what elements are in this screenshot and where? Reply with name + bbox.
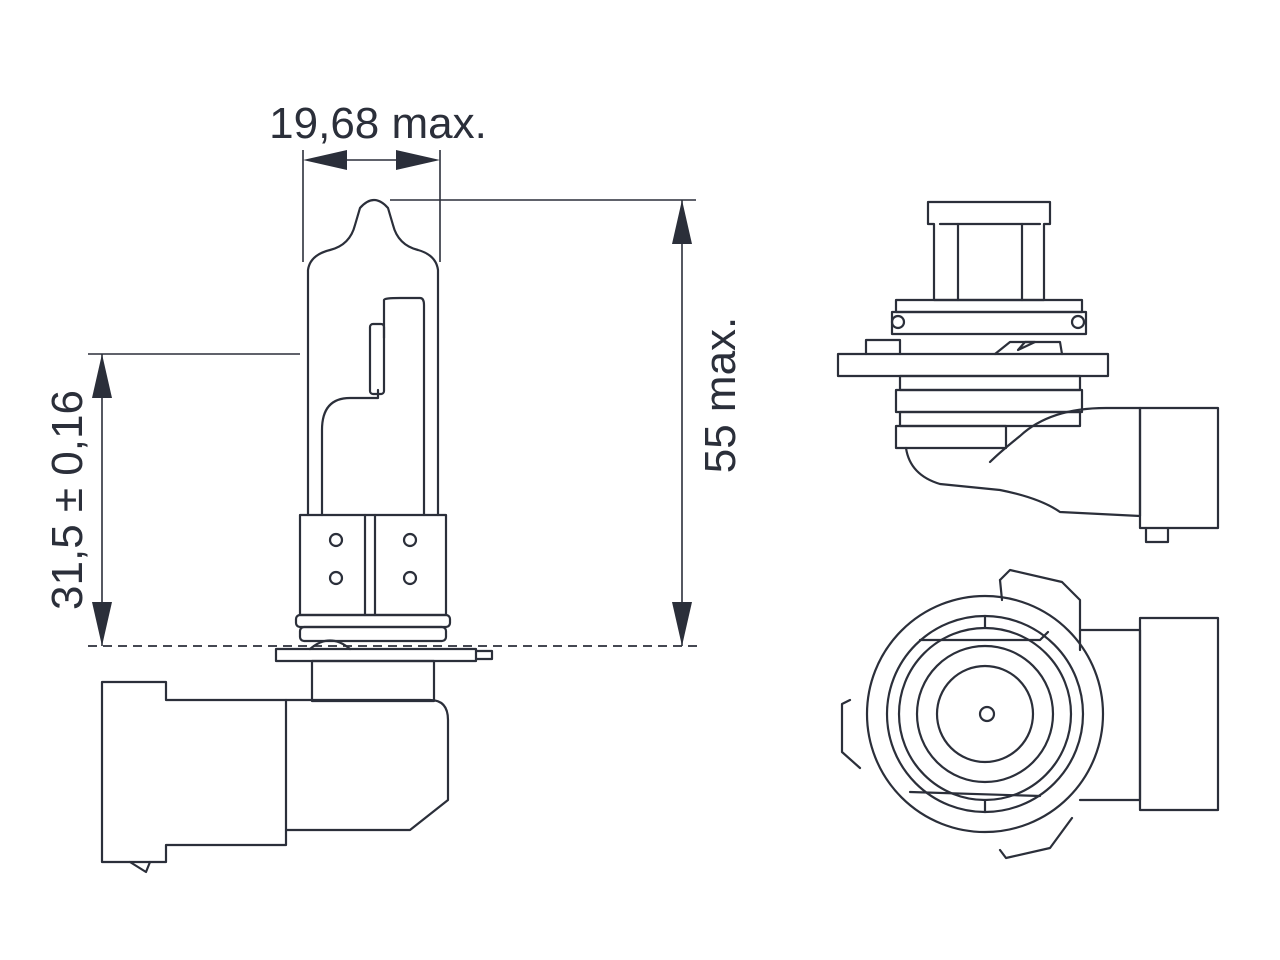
- outer-ring: [865, 594, 1105, 834]
- connector-end: [1138, 406, 1220, 530]
- width-dimension-label: 19,68 max.: [269, 99, 487, 148]
- height-dimension-label: 55 max.: [696, 317, 745, 474]
- connector-body: [100, 680, 288, 864]
- pinch-seal: [298, 513, 448, 617]
- base-ring-upper: [294, 613, 452, 629]
- bulb-side-view: [100, 198, 494, 874]
- base-ring-lower: [298, 625, 448, 643]
- reference-flange: [274, 647, 478, 663]
- center-point: [978, 705, 996, 723]
- light-center-dimension-label: 31,5 ± 0,16: [43, 390, 92, 610]
- glass-envelope: [306, 198, 440, 517]
- filament-lead-wire: [382, 296, 426, 517]
- filament-support-wire: [320, 388, 380, 517]
- connector-top-end: [1138, 616, 1220, 812]
- filament: [368, 322, 386, 396]
- bulb-side-view-rotated: [836, 200, 1220, 544]
- dimension-lines: [88, 150, 700, 647]
- bulb-top-view: [840, 568, 1220, 860]
- base-neck: [310, 659, 436, 703]
